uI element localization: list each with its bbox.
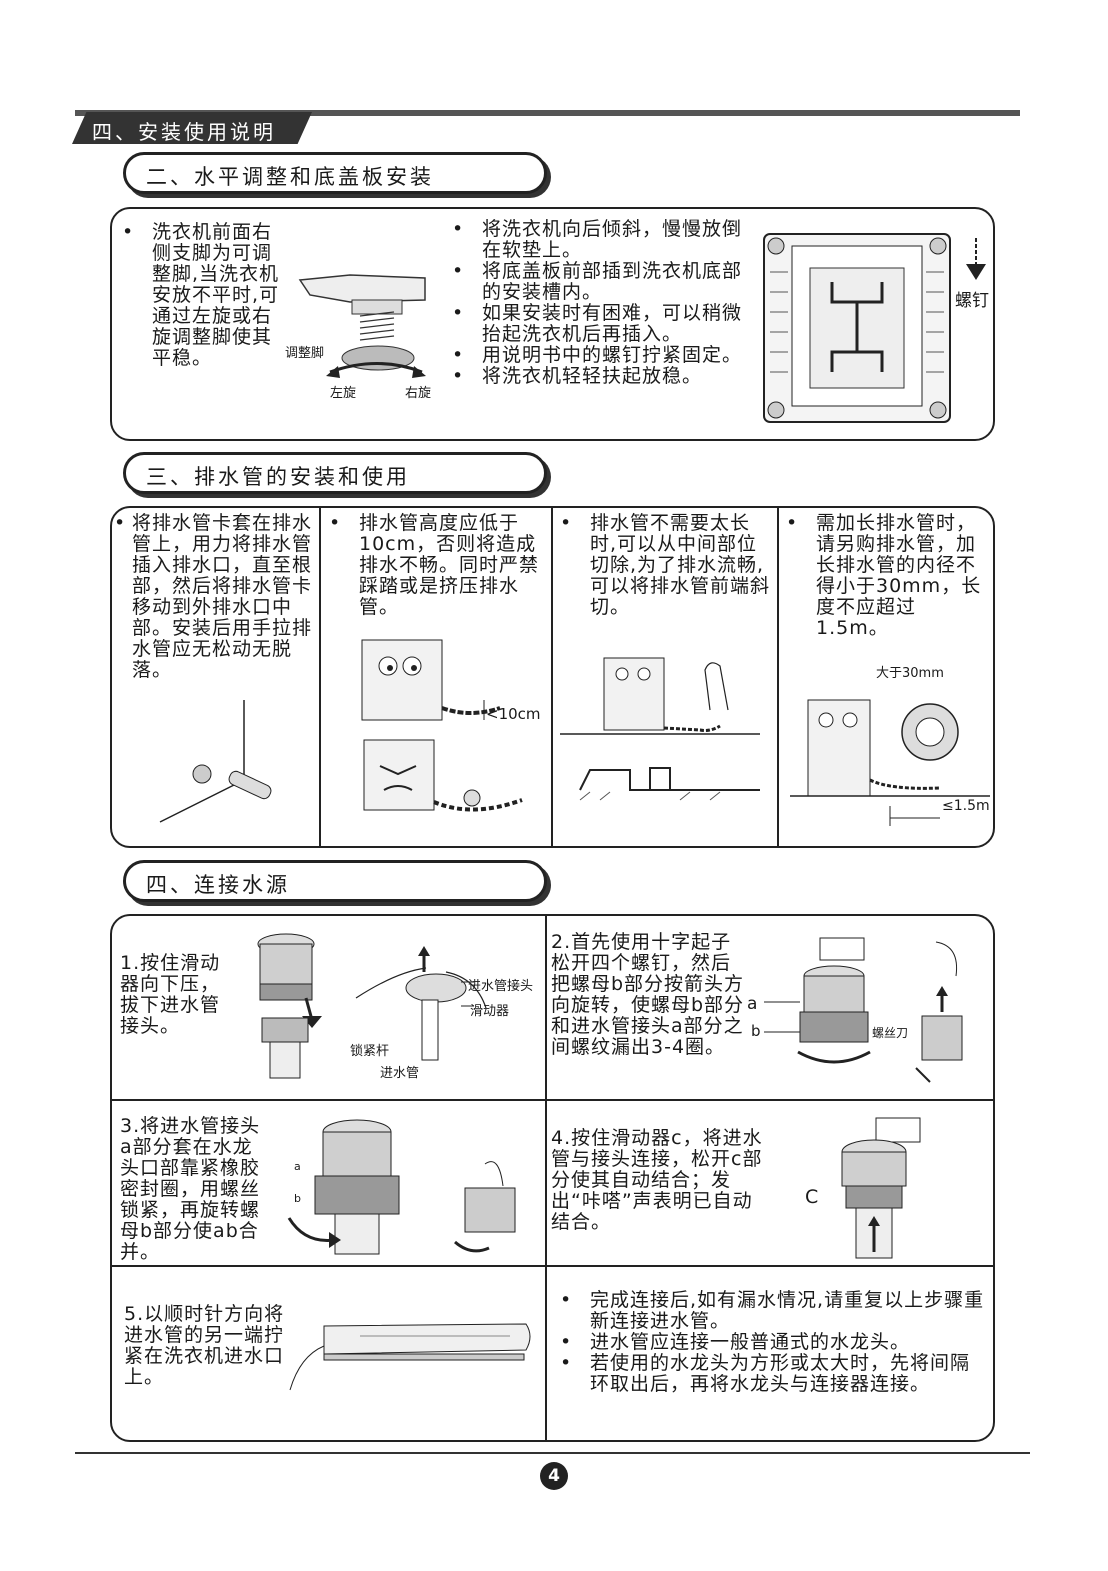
- page-number: 4: [540, 1462, 568, 1490]
- level-left-text-block: 洗衣机前面右侧支脚为可调整脚,当洗衣机安放不平时,可通过左旋或右旋调整脚使其平稳…: [118, 222, 288, 369]
- label-b: b: [294, 1192, 301, 1205]
- header-title: 四、安装使用说明: [92, 120, 276, 144]
- washer-crushed-illustration: [363, 739, 523, 812]
- label-c: C: [805, 1186, 819, 1208]
- faucet-attach-illustration: [287, 1119, 516, 1255]
- footer-rule: [75, 1452, 1030, 1454]
- drain-text: 排水管不需要太长时,可以从中间部位切除,为了排水流畅,可以将排水管前端斜切。: [556, 513, 774, 618]
- drain-col-1: 将排水管卡套在排水管上，用力将排水管插入排水口，直至根部，然后将排水管卡移动到外…: [110, 513, 318, 681]
- water-notes: 完成连接后,如有漏水情况,请重复以上步骤重新连接进水管。 进水管应连接一般普通式…: [556, 1290, 986, 1395]
- connector-label: 进水管接头: [468, 979, 534, 994]
- lock-rod-label: 锁紧杆: [350, 1044, 390, 1059]
- drain-cut-illustration: [560, 657, 760, 801]
- header-rule: [75, 110, 1020, 116]
- level-left-text: 洗衣机前面右侧支脚为可调整脚,当洗衣机安放不平时,可通过左旋或右旋调整脚使其平稳…: [118, 222, 288, 369]
- base-cover-illustration: [763, 233, 951, 423]
- label-b: b: [751, 1022, 761, 1040]
- label-a: a: [294, 1160, 301, 1173]
- slider-press-illustration: [841, 1117, 921, 1259]
- section-title-water: 四、连接水源: [123, 860, 547, 902]
- header-tab: 四、安装使用说明: [72, 112, 312, 144]
- water-note: 若使用的水龙头为方形或太大时，先将间隔环取出后，再将水龙头与连接器连接。: [556, 1353, 986, 1395]
- label-a: a: [747, 994, 758, 1014]
- water-note: 完成连接后,如有漏水情况,请重复以上步骤重新连接进水管。: [556, 1290, 986, 1332]
- step4-text: 4.按住滑动器c，将进水管与接头连接，松开c部分使其自动结合；发出“咔嗒”声表明…: [551, 1127, 763, 1233]
- divider: [777, 506, 779, 848]
- level-bullet: 将洗衣机向后倾斜，慢慢放倒在软垫上。: [448, 219, 748, 261]
- step3-text: 3.将进水管接头a部分套在水龙头口部靠紧橡胶密封圈，用螺丝锁紧，再旋转螺母b部分…: [120, 1115, 261, 1263]
- step5-text: 5.以顺时针方向将进水管的另一端拧紧在洗衣机进水口上。: [124, 1303, 285, 1388]
- section-title-text: 二、水平调整和底盖板安装: [146, 165, 434, 189]
- section-title-text: 三、排水管的安装和使用: [146, 465, 410, 489]
- level-bullets: 将洗衣机向后倾斜，慢慢放倒在软垫上。 将底盖板前部插到洗衣机底部的安装槽内。 如…: [448, 219, 748, 388]
- left-turn-label: 左旋: [330, 386, 357, 401]
- divider: [319, 506, 321, 848]
- drain-col-2: 排水管高度应低于10cm，否则将造成排水不畅。同时严禁踩踏或是挤压排水管。: [325, 513, 547, 618]
- drain-extend-illustration: [790, 699, 990, 826]
- connector-illustration: [257, 933, 487, 1079]
- step2-text: 2.首先使用十字起子松开四个螺钉，然后把螺母b部分按箭头方向旋转，使螺母b部分和…: [551, 931, 745, 1058]
- section-title-text: 四、连接水源: [146, 873, 290, 897]
- level-bullet: 将洗衣机轻轻扶起放稳。: [448, 366, 748, 388]
- machine-inlet-illustration: [289, 1323, 531, 1391]
- diameter-label: 大于30mm: [876, 666, 944, 681]
- drain-col-4: 需加长排水管时，请另购排水管，加长排水管的内径不得小于30mm，长度不应超过1.…: [782, 513, 988, 639]
- section-title-level: 二、水平调整和底盖板安装: [123, 152, 547, 194]
- section-title-drain: 三、排水管的安装和使用: [123, 452, 547, 494]
- divider: [110, 1099, 995, 1101]
- divider: [545, 914, 547, 1442]
- arrow-down-icon: [966, 238, 986, 280]
- drain-col-3: 排水管不需要太长时,可以从中间部位切除,为了排水流畅,可以将排水管前端斜切。: [556, 513, 774, 618]
- water-note: 进水管应连接一般普通式的水龙头。: [556, 1332, 986, 1354]
- adjust-foot-illustration: [298, 274, 426, 378]
- step1-text: 1.按住滑动器向下压，拔下进水管接头。: [120, 952, 221, 1037]
- screw-label: 螺钉: [955, 291, 989, 311]
- drain-text: 排水管高度应低于10cm，否则将造成排水不畅。同时严禁踩踏或是挤压排水管。: [325, 513, 547, 618]
- level-bullet: 用说明书中的螺钉拧紧固定。: [448, 345, 748, 367]
- drain-text: 需加长排水管时，请另购排水管，加长排水管的内径不得小于30mm，长度不应超过1.…: [782, 513, 988, 639]
- drain-text: 将排水管卡套在排水管上，用力将排水管插入排水口，直至根部，然后将排水管卡移动到外…: [110, 513, 318, 681]
- screwdriver-label: 螺丝刀: [872, 1026, 909, 1040]
- level-bullet: 将底盖板前部插到洗衣机底部的安装槽内。: [448, 261, 748, 303]
- height-label: <10cm: [486, 705, 541, 723]
- washer-face-illustration: [361, 639, 501, 721]
- level-bullet: 如果安装时有困难，可以稍微抬起洗衣机后再插入。: [448, 303, 748, 345]
- right-turn-label: 右旋: [405, 386, 432, 401]
- drain-clip-illustration: [159, 700, 272, 823]
- divider: [110, 1265, 995, 1267]
- adjust-foot-label: 调整脚: [285, 346, 325, 361]
- nut-rotate-illustration: [764, 937, 963, 1083]
- length-label: ≤1.5m: [942, 798, 990, 814]
- slider-label: 滑动器: [470, 1004, 510, 1019]
- divider: [551, 506, 553, 848]
- inlet-pipe-label: 进水管: [380, 1066, 420, 1081]
